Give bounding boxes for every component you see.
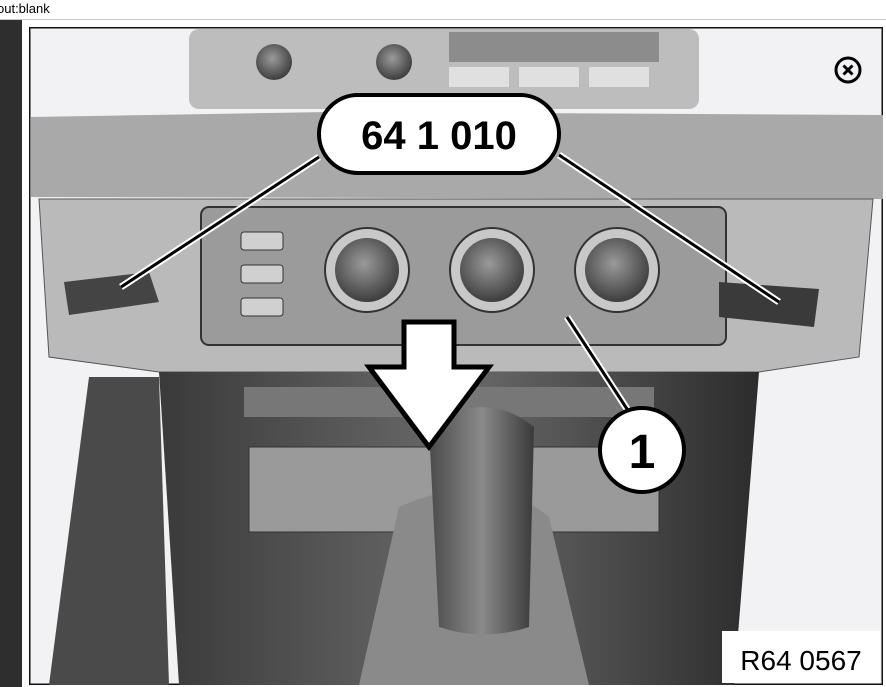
right-trim-lever	[719, 282, 819, 327]
part-number-text: 64 1 010	[361, 114, 517, 158]
address-text: out:blank	[0, 1, 50, 16]
shift-knob	[429, 407, 534, 635]
close-circle-icon[interactable]	[833, 55, 863, 85]
address-bar[interactable]: out:blank	[0, 0, 886, 20]
temperature-knob	[335, 238, 399, 302]
figure-code-text: R64 0567	[740, 645, 861, 676]
fan-knob	[460, 238, 524, 302]
radio-knob	[256, 44, 292, 80]
dashboard-illustration: 64 1 010 1 R64 0567	[29, 27, 883, 685]
radio-knob	[376, 44, 412, 80]
airflow-knob	[585, 238, 649, 302]
part-number-callout	[317, 93, 561, 175]
left-trim-lever	[64, 272, 159, 315]
item-number-text: 1	[629, 426, 656, 479]
figure-code-box	[722, 631, 880, 683]
left-trim	[49, 377, 169, 685]
down-arrow	[364, 319, 494, 452]
sidebar-strip	[0, 20, 22, 687]
item-callout	[598, 406, 686, 494]
